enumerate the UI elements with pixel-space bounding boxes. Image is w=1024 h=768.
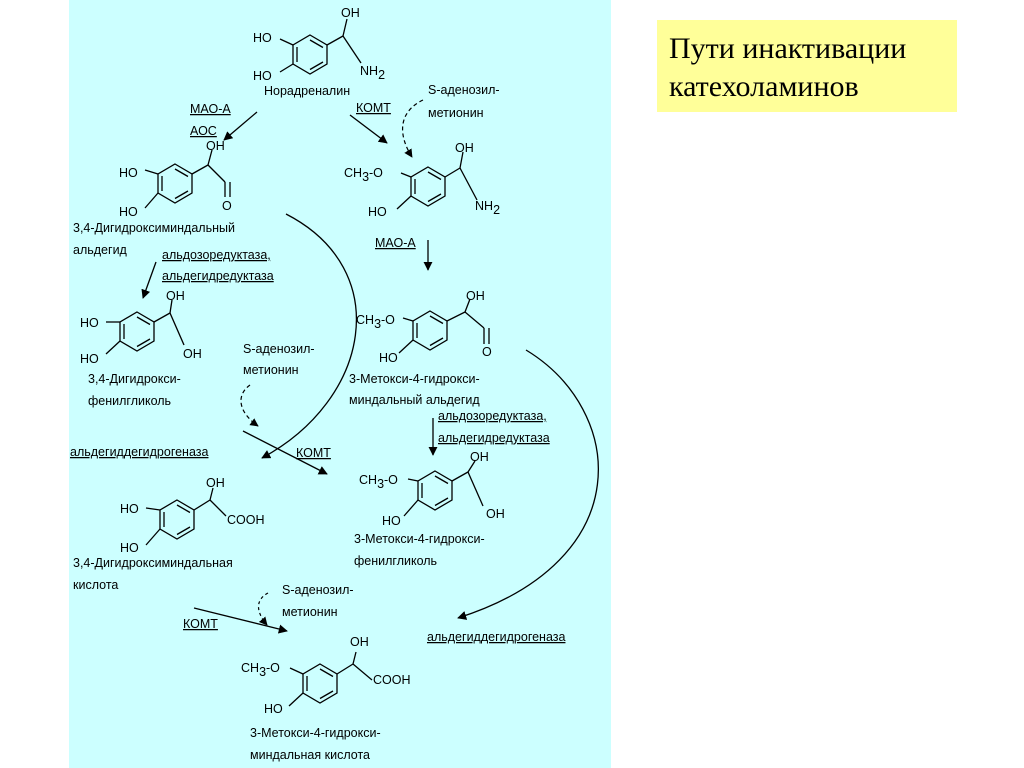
arrow-komt-to-mhma-acid-branch	[242, 430, 328, 475]
dhma-aldehyde-structure	[144, 149, 231, 209]
curve-mhma-aldehyde-to-vma	[457, 349, 599, 620]
dhma-aldehyde-ho-lower: HO	[119, 205, 138, 219]
dhpg-structure	[105, 299, 185, 355]
vma-label-1: 3-Метокси-4-гидрокси-	[250, 726, 381, 740]
dhpg-label-1: 3,4-Дигидрокси-	[88, 372, 181, 386]
vma-ho: HO	[264, 702, 283, 716]
sam-label-3b: метионин	[282, 605, 338, 619]
mhpg-ho: HO	[382, 514, 401, 528]
noradrenaline-nh2: NH2	[360, 64, 385, 82]
vma-ch3o: CH3-O	[241, 661, 280, 679]
mhma-aldehyde-label-1: 3-Метокси-4-гидрокси-	[349, 372, 480, 386]
noradrenaline-label: Норадреналин	[264, 84, 350, 98]
mhma-aldehyde-oh: OH	[466, 289, 485, 303]
dhma-aldehyde-label-2: альдегид	[73, 243, 128, 257]
noradrenaline-oh: OH	[341, 6, 360, 20]
dhma-acid-ho-upper: HO	[120, 502, 139, 516]
dhma-acid-oh: OH	[206, 476, 225, 490]
normetanephrine-ho: HO	[368, 205, 387, 219]
sam-label-1a: S-аденозил-	[428, 83, 500, 97]
mhpg-label-1: 3-Метокси-4-гидрокси-	[354, 532, 485, 546]
mhma-aldehyde-ho: HO	[379, 351, 398, 365]
dhma-aldehyde-o: O	[222, 199, 232, 213]
mhpg-oh-end: OH	[486, 507, 505, 521]
mhpg-structure	[403, 460, 484, 517]
dhpg-oh-top: OH	[166, 289, 185, 303]
slide-title: Пути инактивации катехоламинов	[657, 20, 957, 112]
mhpg-label-2: фенилгликоль	[354, 554, 437, 568]
title-line-2: катехоламинов	[669, 70, 859, 103]
enzyme-komt-label-3: КОМТ	[183, 617, 218, 631]
vma-oh: OH	[350, 635, 369, 649]
dhma-acid-label-1: 3,4-Дигидроксиминдальная	[73, 556, 233, 570]
sam-label-1b: метионин	[428, 106, 484, 120]
mhma-aldehyde-structure	[398, 298, 490, 354]
mhpg-ch3o: CH3-O	[359, 473, 398, 491]
sam-label-3a: S-аденозил-	[282, 583, 354, 597]
dhpg-oh-end: OH	[183, 347, 202, 361]
arrow-to-normetanephrine	[349, 114, 388, 144]
mhma-aldehyde-label-2: миндальный альдегид	[349, 393, 480, 407]
normetanephrine-nh2: NH2	[475, 199, 500, 217]
enzyme-komt-label-2: КОМТ	[296, 446, 331, 460]
dhpg-ho-upper: HO	[80, 316, 99, 330]
enzyme-aoc-label: АОС	[190, 124, 217, 138]
dhma-acid-label-2: кислота	[73, 578, 118, 592]
dhma-acid-ho-lower: HO	[120, 541, 139, 555]
sam-arrow-3	[257, 592, 269, 626]
dhma-acid-cooh: COOH	[227, 513, 265, 527]
normetanephrine-structure	[396, 151, 478, 210]
diagram-background	[69, 0, 611, 768]
title-line-1: Пути инактивации	[669, 32, 907, 65]
mhma-aldehyde-ch3o: CH3-O	[356, 313, 395, 331]
dhpg-label-2: фенилгликоль	[88, 394, 171, 408]
normetanephrine-ch3o: CH3-O	[344, 166, 383, 184]
normetanephrine-oh: OH	[455, 141, 474, 155]
enzyme-aldehyde-dehydrogenase-label-1: альдегиддегидрогеназа	[70, 445, 209, 459]
sam-label-2a: S-аденозил-	[243, 342, 315, 356]
dhma-aldehyde-label-1: 3,4-Дигидроксиминдальный	[73, 221, 235, 235]
sam-arrow-2	[240, 384, 259, 427]
arrow-to-dhma-aldehyde	[223, 111, 258, 141]
noradrenaline-ho-upper: HO	[253, 31, 272, 45]
dhma-aldehyde-oh: OH	[206, 139, 225, 153]
dhma-aldehyde-ho-upper: HO	[119, 166, 138, 180]
dhpg-ho-lower: HO	[80, 352, 99, 366]
curve-dhma-aldehyde-to-dhma-acid	[261, 213, 358, 459]
enzyme-reductase-label-1b: альдегидредуктаза	[162, 269, 274, 283]
dhma-acid-structure	[145, 487, 227, 546]
enzyme-mao-a-label-2: МАО-А	[375, 236, 416, 250]
sam-label-2b: метионин	[243, 363, 299, 377]
mhma-aldehyde-o: O	[482, 345, 492, 359]
vma-cooh: COOH	[373, 673, 411, 687]
enzyme-mao-a-label: МАО-А	[190, 102, 231, 116]
enzyme-reductase-label-2b: альдегидредуктаза	[438, 431, 550, 445]
enzyme-reductase-label-1a: альдозоредуктаза,	[162, 248, 271, 262]
enzyme-reductase-label-2a: альдозоредуктаза,	[438, 409, 547, 423]
arrow-komt-to-vma	[193, 607, 288, 634]
noradrenaline-ho-lower: HO	[253, 69, 272, 83]
enzyme-komt-label-1: КОМТ	[356, 101, 391, 115]
vma-label-2: миндальная кислота	[250, 748, 370, 762]
noradrenaline-structure	[279, 18, 362, 75]
sam-arrow-1	[401, 99, 424, 158]
vma-structure	[288, 651, 373, 707]
enzyme-aldehyde-dehydrogenase-label-2: альдегиддегидрогеназа	[427, 630, 566, 644]
mhpg-oh-top: OH	[470, 450, 489, 464]
arrow-to-dhpg	[141, 261, 157, 299]
